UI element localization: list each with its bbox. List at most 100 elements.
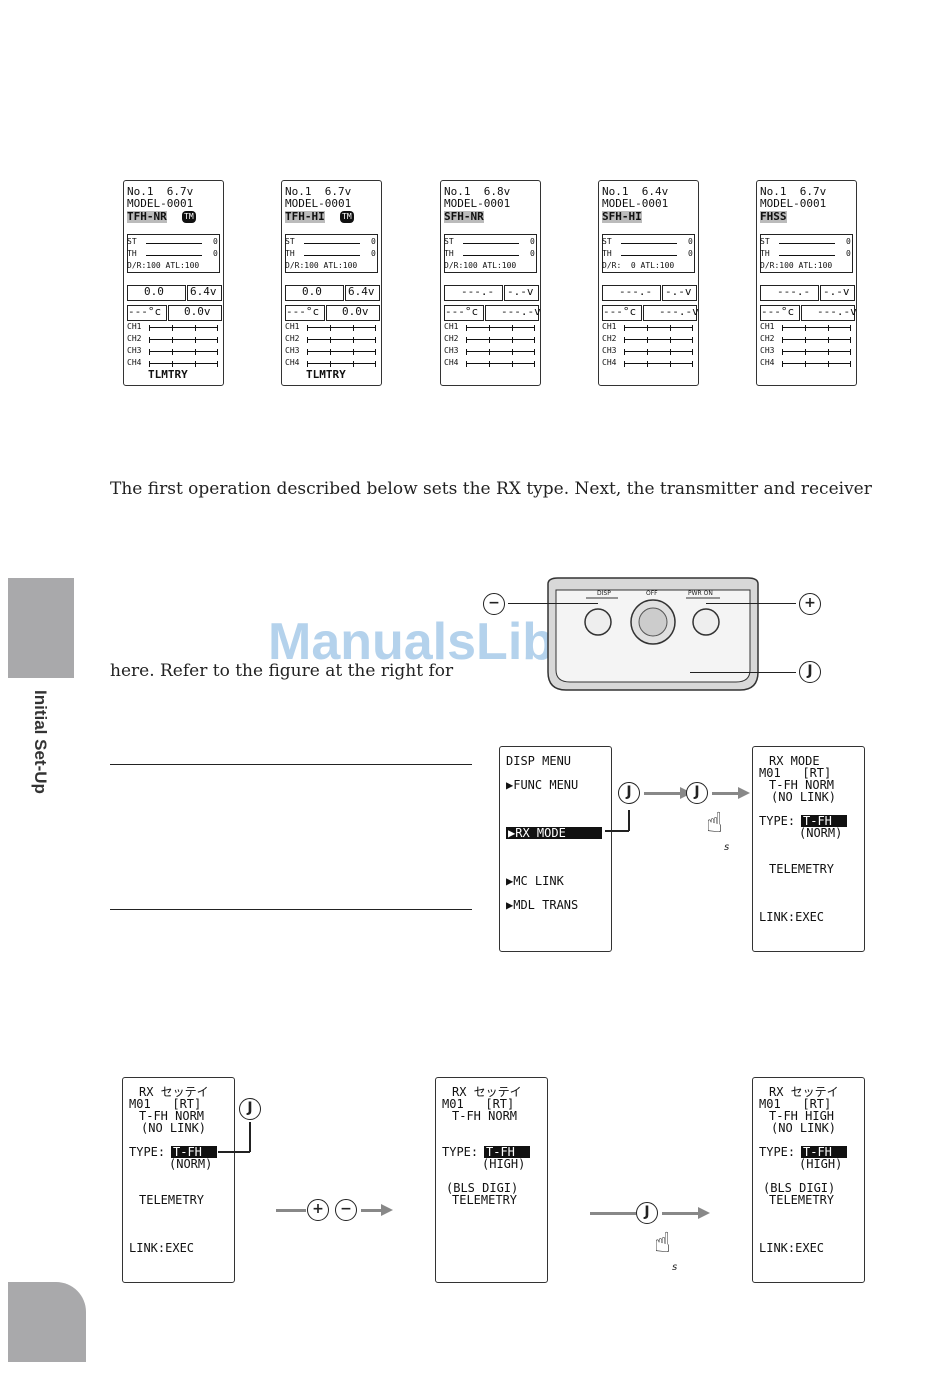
rx3-type-value[interactable]: T-FH	[484, 1146, 530, 1158]
screen-line-2: MODEL-0001	[285, 197, 352, 210]
channel-label: CH3	[760, 346, 775, 355]
channel-tick	[669, 325, 671, 331]
rx1-title: RX MODE	[769, 754, 820, 768]
channel-row: CH1	[760, 321, 853, 333]
channel-row: CH2	[760, 333, 853, 345]
channel-tick	[782, 349, 783, 355]
tlmtry-footer[interactable]: TLMTRY	[148, 368, 188, 381]
rx1-link-exec[interactable]: LINK:EXEC	[759, 910, 825, 924]
menu-func[interactable]: ▶FUNC MENU	[506, 778, 579, 792]
channel-label: CH3	[127, 346, 142, 355]
rx4-title: RX セッテイ	[769, 1085, 839, 1099]
s-label: s	[724, 842, 730, 853]
bat2-value: 6.4v	[190, 285, 217, 298]
arrow-to-jog	[644, 787, 692, 799]
channel-tick	[782, 361, 783, 367]
rx2-telemetry[interactable]: TELEMETRY	[139, 1193, 205, 1207]
rx-mode-screen: RX MODE M01 [RT] T-FH NORM (NO LINK) TYP…	[752, 746, 865, 952]
channel-tick	[466, 349, 467, 355]
channel-tick	[669, 349, 671, 355]
temp-value: ---°c	[445, 305, 479, 318]
screen-line-2: MODEL-0001	[444, 197, 511, 210]
channel-bar	[307, 337, 376, 343]
bat2-value: -.-v	[665, 285, 692, 298]
rx4-type-value[interactable]: T-FH	[801, 1146, 847, 1158]
channel-tick	[669, 337, 671, 343]
rx2-link-exec[interactable]: LINK:EXEC	[129, 1241, 195, 1255]
channel-tick	[692, 349, 693, 355]
st-trim	[304, 243, 360, 244]
page-corner-tab	[8, 1282, 86, 1362]
channel-label: CH2	[602, 334, 617, 343]
temp-value: ---°c	[603, 305, 637, 318]
rx3-telemetry[interactable]: TELEMETRY	[452, 1193, 518, 1207]
channel-tick	[624, 337, 625, 343]
channel-tick	[217, 337, 218, 343]
channel-bar	[466, 349, 535, 355]
bat2-box	[187, 285, 222, 301]
screen-line-3: SFH-NR	[444, 210, 484, 223]
rx4-link-exec[interactable]: LINK:EXEC	[759, 1241, 825, 1255]
arrow-to-screen-3	[662, 1207, 710, 1219]
channel-tick	[850, 337, 851, 343]
channel-tick	[624, 349, 625, 355]
channel-row: CH4	[285, 357, 378, 369]
channel-bar	[624, 349, 693, 355]
channel-tick	[307, 349, 308, 355]
transmitter-illustration	[547, 577, 759, 691]
channel-tick	[827, 337, 829, 343]
screen-line-3: TFH-HI	[285, 210, 325, 223]
rx4-telemetry[interactable]: TELEMETRY	[769, 1193, 835, 1207]
channel-tick	[692, 337, 693, 343]
channel-row: CH1	[444, 321, 537, 333]
bat3-value: ---.-v	[659, 305, 699, 318]
rx1-telemetry[interactable]: TELEMETRY	[769, 862, 835, 876]
channel-bar	[782, 349, 851, 355]
channel-tick	[646, 337, 648, 343]
tm-badge: TM	[340, 211, 354, 223]
th-label: TH	[602, 249, 612, 258]
th-label: TH	[285, 249, 295, 258]
channel-row: CH3	[444, 345, 537, 357]
channel-bar	[149, 337, 218, 343]
bat2-value: 6.4v	[348, 285, 375, 298]
side-tab-label: Initial Set-Up	[31, 690, 50, 794]
channel-bar	[149, 349, 218, 355]
rx1-type-value[interactable]: T-FH	[801, 815, 847, 827]
channel-tick	[488, 337, 490, 343]
menu-mc-link[interactable]: ▶MC LINK	[506, 874, 564, 888]
channel-row: CH4	[760, 357, 853, 369]
rx4-mode: T-FH HIGH	[769, 1109, 835, 1123]
rx2-type-value[interactable]: T-FH	[171, 1146, 217, 1158]
menu-rx-mode[interactable]: ▶RX MODE	[506, 827, 602, 839]
th-trim	[463, 255, 519, 256]
tlmtry-footer[interactable]: TLMTRY	[306, 368, 346, 381]
bat3-box	[643, 305, 697, 321]
minus-leader	[508, 603, 598, 604]
screen-line-2: MODEL-0001	[602, 197, 669, 210]
channel-tick	[850, 349, 851, 355]
plus-leader	[706, 603, 796, 604]
channel-tick	[171, 349, 173, 355]
channel-tick	[194, 325, 196, 331]
channel-bar	[782, 361, 851, 367]
menu-mdl-trans[interactable]: ▶MDL TRANS	[506, 898, 579, 912]
rx2-model: M01 [RT]	[129, 1097, 202, 1111]
disp-label: DISP	[597, 590, 611, 597]
channel-tick	[352, 337, 354, 343]
channel-tick	[669, 361, 671, 367]
channel-bar	[149, 361, 218, 367]
channel-bar	[307, 349, 376, 355]
menu-pointer-line	[605, 830, 629, 832]
rx2-link-state: (NO LINK)	[141, 1121, 207, 1135]
dr-line: D/R:100 ATL:100	[127, 261, 200, 270]
channel-row: CH2	[444, 333, 537, 345]
channel-bar	[307, 361, 376, 367]
st-label: ST	[285, 237, 295, 246]
channel-label: CH4	[127, 358, 142, 367]
channel-tick	[217, 325, 218, 331]
channel-row: CH2	[285, 333, 378, 345]
